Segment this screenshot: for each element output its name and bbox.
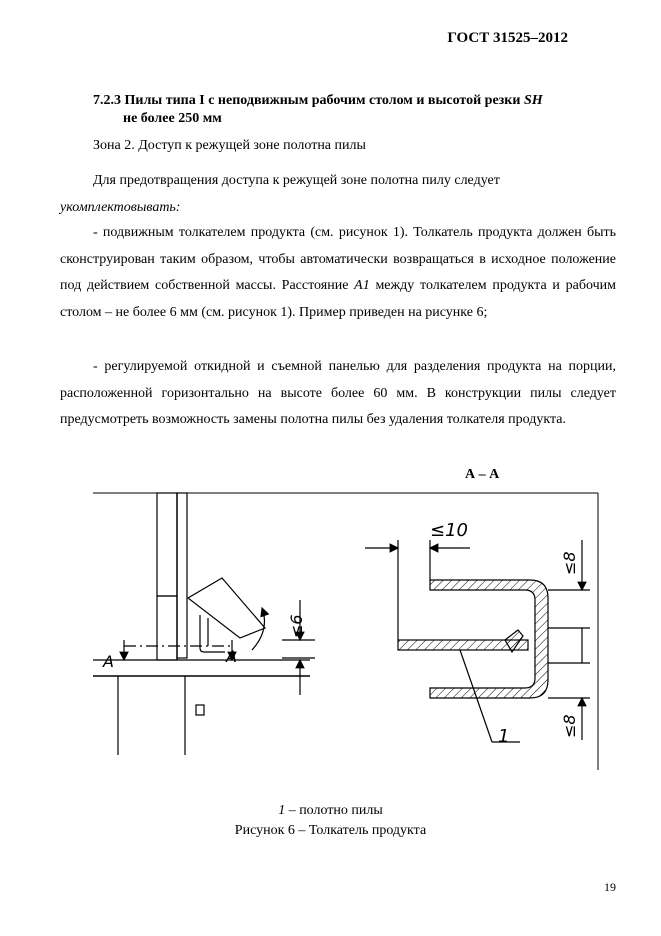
- arrow-a-right-label: A: [225, 647, 237, 666]
- paragraph-1: Для предотвращения доступа к режущей зон…: [60, 168, 616, 221]
- arrow-a-left-label: A: [102, 652, 114, 671]
- standard-header: ГОСТ 31525–2012: [447, 30, 568, 46]
- paragraph-3: - регулируемой откидной и съемной панель…: [60, 359, 616, 427]
- figure-frame: [93, 492, 599, 770]
- paragraph-2-part-b: между толкателем продукта и рабочим стол…: [60, 278, 616, 320]
- side-view: [93, 492, 315, 755]
- section-number: 7.2.3: [93, 93, 121, 108]
- zone-heading: Зона 2. Доступ к режущей зоне полотна пи…: [93, 138, 366, 153]
- section-view: [365, 540, 590, 743]
- legend-number: 1: [278, 803, 286, 818]
- dim-right-bottom-label: ≤8: [560, 714, 579, 738]
- paragraph-2-a1: A1: [354, 278, 370, 293]
- figure-legend: 1 – полотно пилы: [0, 803, 661, 819]
- paragraph-2: - подвижным толкателем продукта (см. рис…: [60, 220, 616, 326]
- figure-caption: Рисунок 6 – Толкатель продукта: [234, 823, 427, 838]
- dim-top-label: ≤10: [430, 520, 468, 541]
- legend-text: – полотно пилы: [288, 803, 383, 818]
- section-heading: 7.2.3 Пилы типа I с неподвижным рабочим …: [93, 92, 613, 128]
- paragraph-2-part-a: - подвижным толкателем продукта (см. рис…: [60, 225, 616, 293]
- dim-left-label: ≤6: [287, 614, 306, 638]
- section-aa-label: А – А: [465, 467, 500, 482]
- section-title-sh: SH: [523, 93, 543, 108]
- paragraph-1-italic: укомплектовывать:: [60, 199, 181, 215]
- page-number: 19: [604, 880, 616, 894]
- callout-number: 1: [498, 726, 509, 747]
- figure-product-pusher: ≤10 ≤8 ≤8 ≤6 A A 1: [93, 492, 599, 770]
- dim-right-top-label: ≤8: [560, 551, 579, 575]
- section-title-continuation: не более 250 мм: [123, 111, 222, 126]
- section-title-text: Пилы типа I с неподвижным рабочим столом…: [124, 93, 521, 108]
- paragraph-1-lead: Для предотвращения доступа к режущей зон…: [93, 173, 500, 188]
